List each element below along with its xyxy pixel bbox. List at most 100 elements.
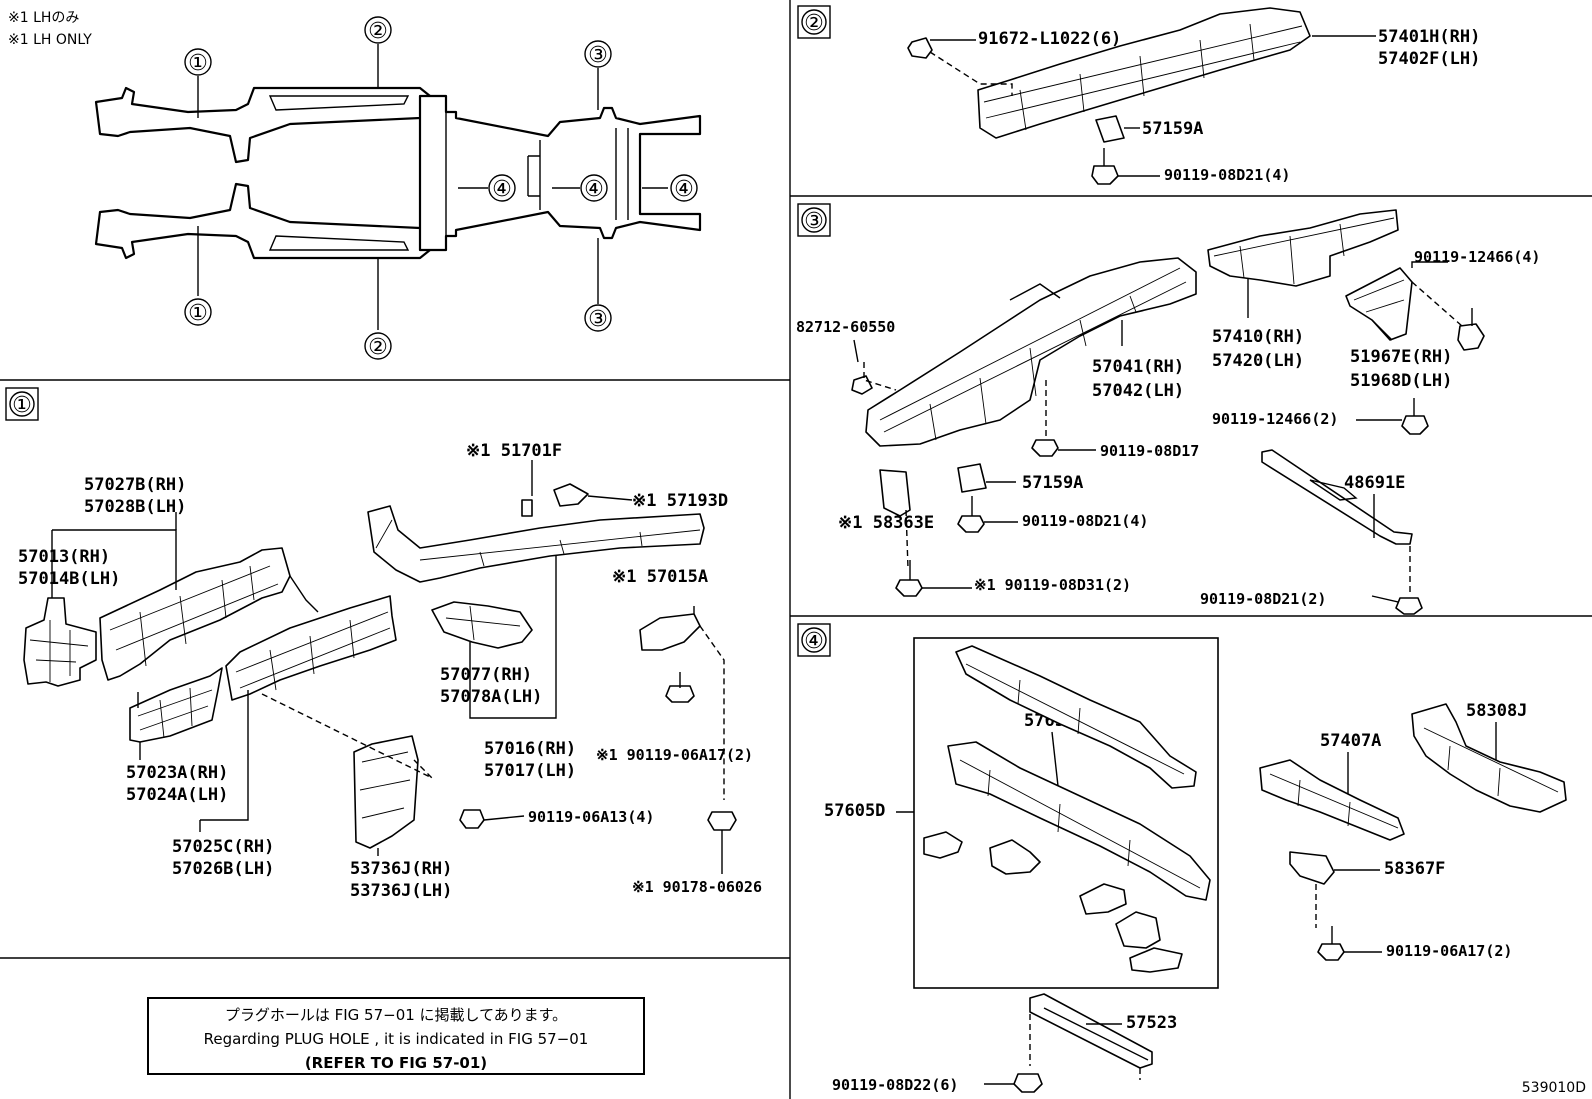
part-57077-extension bbox=[431, 601, 533, 649]
callout-3-bottom: ③ bbox=[584, 304, 612, 332]
callout-4-right: ④ bbox=[670, 174, 698, 202]
label-57402f: 57402F(LH) bbox=[1378, 49, 1480, 69]
part-57015a-bracket bbox=[639, 613, 701, 651]
part-bracket-e bbox=[1129, 947, 1183, 973]
label-57077: 57077(RH) bbox=[440, 665, 532, 685]
label-58308j: 58308J bbox=[1466, 701, 1527, 721]
label-58367f: 58367F bbox=[1384, 859, 1445, 879]
part-91672-bolt bbox=[907, 37, 933, 59]
part-90119-12466-2-bolt bbox=[1401, 415, 1429, 435]
section-2: ② 91672-L1022(6) 57401H(RH) 57402F(LH) 5… bbox=[797, 5, 1480, 185]
label-90119-12466-4: 90119-12466(4) bbox=[1414, 248, 1540, 266]
part-90119-06a13-bolt bbox=[459, 809, 485, 829]
part-58308j-bracket bbox=[1411, 703, 1567, 813]
svg-text:①: ① bbox=[188, 301, 208, 326]
label-57015a: ※1 57015A bbox=[612, 567, 708, 587]
callout-1-top: ① bbox=[184, 48, 212, 76]
part-51967e-bracket bbox=[1345, 267, 1413, 341]
callout-1-bottom: ① bbox=[184, 298, 212, 326]
section-3: ③ 82712-60550 57041(RH) 57042(LH) 57410(… bbox=[796, 203, 1540, 615]
part-58363e-bracket bbox=[879, 469, 911, 517]
label-57410: 57410(RH) bbox=[1212, 327, 1304, 347]
part-90178-06026-nut bbox=[707, 811, 737, 831]
label-57026b: 57026B(LH) bbox=[172, 859, 274, 879]
part-90119-08d21-s3b-bolt bbox=[1395, 597, 1423, 615]
section-3-tag: ③ bbox=[804, 209, 824, 234]
label-90119-08d21: 90119-08D21(4) bbox=[1164, 166, 1290, 184]
svg-text:②: ② bbox=[368, 335, 388, 360]
label-90119-08d31: ※1 90119-08D31(2) bbox=[974, 576, 1131, 594]
label-91672-l1022: 91672-L1022(6) bbox=[978, 29, 1121, 49]
part-57410-reinforcement bbox=[1207, 209, 1399, 287]
label-57024a: 57024A(LH) bbox=[126, 785, 228, 805]
part-51701f-plug bbox=[521, 499, 533, 517]
label-57014b: 57014B(LH) bbox=[18, 569, 120, 589]
assembly-box-57605d bbox=[913, 637, 1219, 989]
section-4-tag: ④ bbox=[804, 629, 824, 654]
section-1-tag: ① bbox=[12, 393, 32, 418]
part-57159a-s3-block bbox=[957, 463, 987, 493]
label-90119-12466-2: 90119-12466(2) bbox=[1212, 410, 1338, 428]
callout-3-top: ③ bbox=[584, 40, 612, 68]
part-bracket-a bbox=[923, 831, 963, 859]
part-90119-08d31-bolt bbox=[895, 579, 923, 597]
label-90119-06a13: 90119-06A13(4) bbox=[528, 808, 654, 826]
label-53736j-lh: 53736J(LH) bbox=[350, 881, 452, 901]
svg-text:③: ③ bbox=[588, 307, 608, 332]
section-4: ④ 57605D 57652E 57407A 58308J 58367F 901… bbox=[797, 623, 1567, 1094]
svg-text:④: ④ bbox=[492, 177, 512, 202]
callout-2-top: ② bbox=[364, 16, 392, 44]
label-51967e: 51967E(RH) bbox=[1350, 347, 1452, 367]
label-57401h: 57401H(RH) bbox=[1378, 27, 1480, 47]
part-90119-08d22-bolt bbox=[1013, 1073, 1043, 1093]
label-57159a-s3: 57159A bbox=[1022, 473, 1083, 493]
label-90119-08d17: 90119-08D17 bbox=[1100, 442, 1199, 460]
label-57017: 57017(LH) bbox=[484, 761, 576, 781]
label-82712-60550: 82712-60550 bbox=[796, 318, 895, 336]
section-2-tag: ② bbox=[804, 11, 824, 36]
label-57078a: 57078A(LH) bbox=[440, 687, 542, 707]
part-57027b-apron bbox=[99, 547, 291, 681]
part-57013-bracket bbox=[23, 597, 97, 687]
part-bracket-b bbox=[989, 839, 1041, 875]
callout-4-left: ④ bbox=[488, 174, 516, 202]
lh-only-note-jp: ※1 LHのみ bbox=[8, 10, 79, 26]
part-90119-08d21-s3-bolt bbox=[957, 515, 985, 533]
label-57016: 57016(RH) bbox=[484, 739, 576, 759]
svg-text:③: ③ bbox=[588, 43, 608, 68]
svg-text:②: ② bbox=[368, 19, 388, 44]
label-51968d: 51968D(LH) bbox=[1350, 371, 1452, 391]
svg-text:①: ① bbox=[188, 51, 208, 76]
part-90119-08d21-bolt bbox=[1091, 165, 1119, 185]
lh-only-note-en: ※1 LH ONLY bbox=[8, 32, 92, 48]
part-82712-clip bbox=[851, 375, 873, 395]
part-90119-12466-bolt bbox=[1457, 323, 1485, 351]
part-58367f-bracket bbox=[1289, 851, 1335, 885]
label-90178-06026: ※1 90178-06026 bbox=[632, 878, 762, 896]
label-58363e: ※1 58363E bbox=[838, 513, 934, 533]
figure-code: 539010D bbox=[1522, 1080, 1586, 1096]
label-53736j-rh: 53736J(RH) bbox=[350, 859, 452, 879]
part-57401h-rocker bbox=[977, 7, 1311, 139]
part-bracket-c bbox=[1079, 883, 1127, 915]
label-57025c: 57025C(RH) bbox=[172, 837, 274, 857]
label-57041: 57041(RH) bbox=[1092, 357, 1184, 377]
ref-line-en: Regarding PLUG HOLE , it is indicated in… bbox=[204, 1030, 589, 1048]
part-53736j-shield bbox=[353, 735, 419, 849]
label-51701f: ※1 51701F bbox=[466, 441, 562, 461]
part-57159a-block bbox=[1095, 115, 1125, 143]
label-90119-08d22: 90119-08D22(6) bbox=[832, 1076, 958, 1094]
ref-line-jp: プラグホールは FIG 57−01 に掲載してあります。 bbox=[225, 1006, 567, 1024]
reference-note-box: プラグホールは FIG 57−01 に掲載してあります。 Regarding P… bbox=[147, 997, 645, 1075]
label-57420: 57420(LH) bbox=[1212, 351, 1304, 371]
label-90119-06a17-s4: 90119-06A17(2) bbox=[1386, 942, 1512, 960]
part-57605d-crossmember bbox=[947, 741, 1211, 901]
part-57016-sidemember bbox=[367, 505, 705, 583]
part-57041-frontmember bbox=[865, 257, 1197, 447]
part-48691e-brace bbox=[1261, 449, 1413, 545]
callout-2-bottom: ② bbox=[364, 332, 392, 360]
part-57023a bbox=[129, 667, 223, 743]
label-57523: 57523 bbox=[1126, 1013, 1177, 1033]
